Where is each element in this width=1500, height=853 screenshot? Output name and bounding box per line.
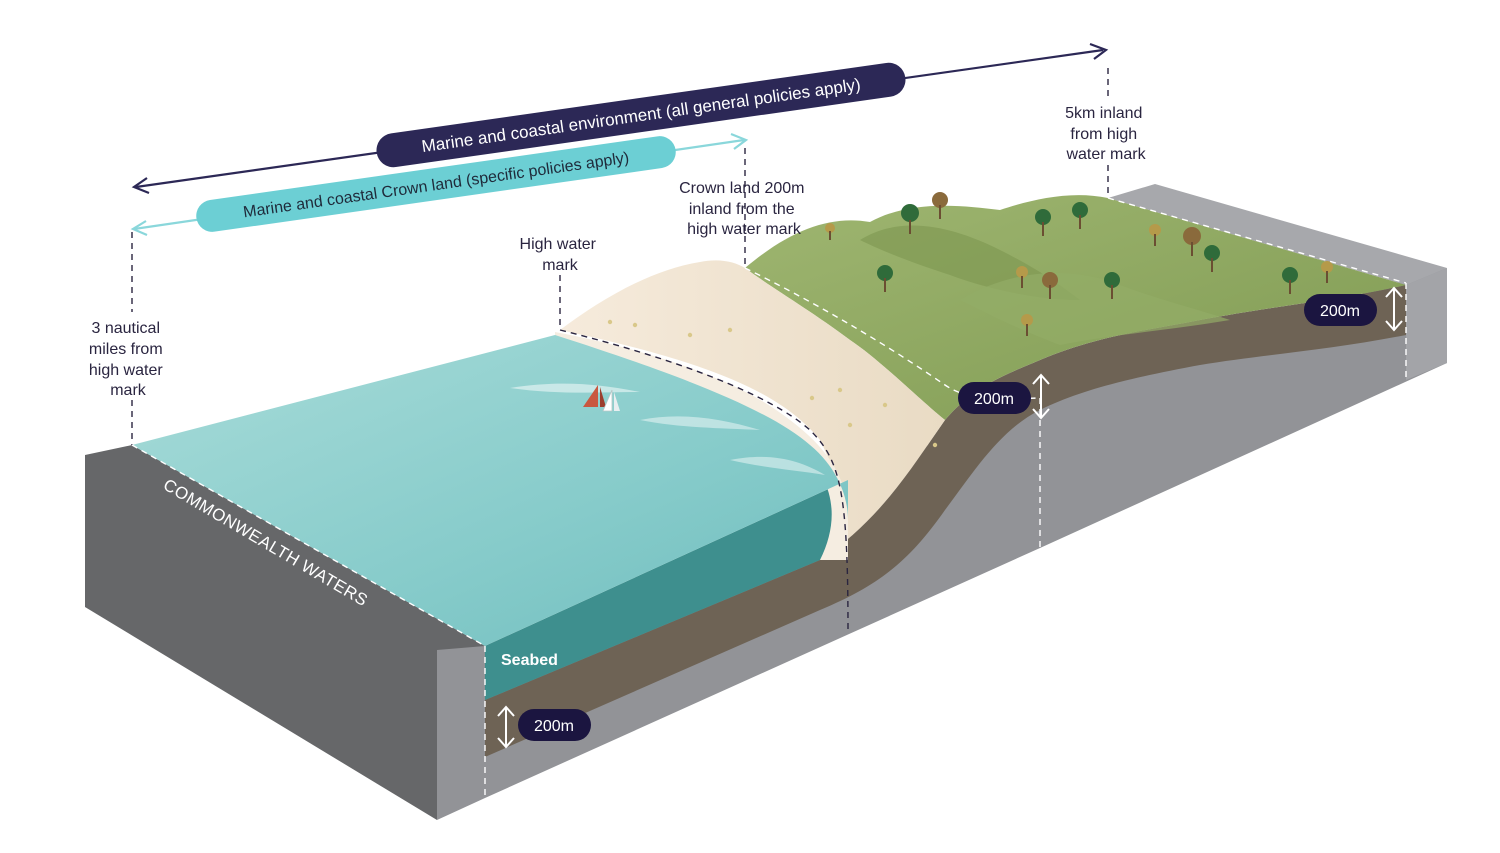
crown-land-label: Crown land 200m inland from the high wat…: [679, 180, 809, 238]
high-water-mark-label: High water mark: [520, 236, 601, 274]
seabed-depth-badge: 200m: [534, 718, 574, 735]
block-right-face: [1406, 268, 1447, 380]
coast-depth-badge: 200m: [974, 391, 1014, 408]
nautical-miles-label: 3 nautical miles from high water mark: [89, 320, 167, 399]
seabed-label: Seabed: [501, 652, 558, 669]
inland-5km-label: 5km inland from high water mark: [1065, 105, 1147, 163]
inland-depth-badge: 200m: [1320, 303, 1360, 320]
